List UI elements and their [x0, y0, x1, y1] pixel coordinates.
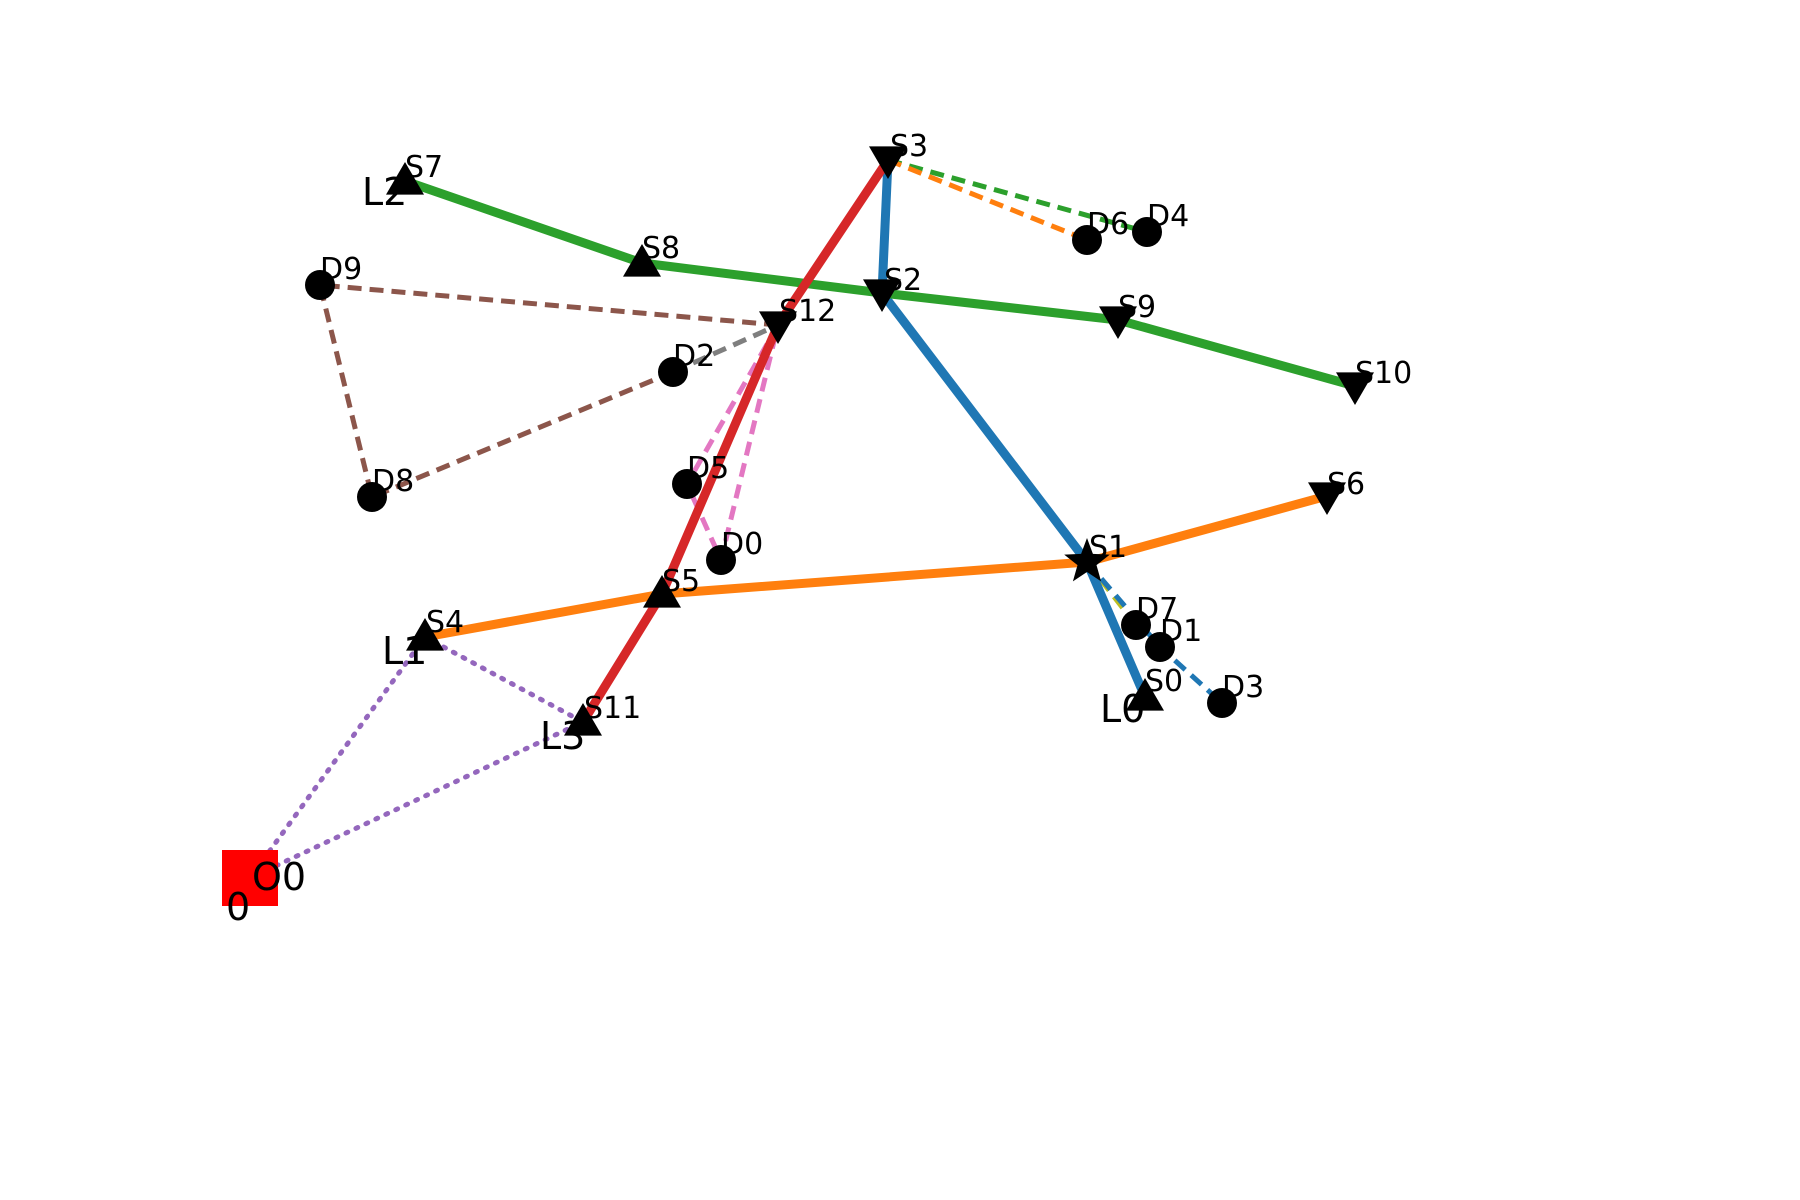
links-layer	[247, 157, 1357, 881]
node-s12	[759, 311, 797, 344]
node-label-s12: S12	[779, 294, 836, 329]
line-l3	[579, 157, 892, 725]
node-s3	[869, 146, 907, 179]
node-label-d9: D9	[320, 252, 362, 287]
node-label-s5: S5	[662, 564, 700, 599]
node-s8	[623, 244, 661, 277]
node-s7	[386, 162, 424, 195]
dashed-link-4	[684, 323, 781, 568]
node-d5	[672, 469, 702, 499]
node-label-s7: S7	[405, 150, 443, 185]
node-d6	[1072, 225, 1102, 255]
node-label-d4: D4	[1147, 199, 1189, 234]
node-label-d0: D0	[721, 527, 763, 562]
node-d2	[658, 357, 688, 387]
node-label-d8: D8	[372, 464, 414, 499]
origin-marker	[222, 850, 278, 906]
dotted-link-0	[247, 633, 589, 881]
node-label-s10: S10	[1355, 356, 1412, 391]
node-s11	[564, 703, 602, 736]
dashed-link-3	[671, 322, 780, 375]
node-label-d1: D1	[1160, 614, 1202, 649]
origin-label: O0	[252, 855, 306, 899]
node-label-s9: S9	[1118, 290, 1156, 325]
nodes-layer	[222, 146, 1374, 906]
node-label-d3: D3	[1222, 670, 1264, 705]
line-l1	[424, 491, 1329, 642]
line-label-l2: L2	[362, 170, 407, 214]
node-s5	[643, 575, 681, 608]
line-label-l1: L1	[382, 629, 427, 673]
node-label-s2: S2	[884, 263, 922, 298]
node-d0	[706, 545, 736, 575]
node-s2	[863, 279, 901, 312]
node-label-d7: D7	[1136, 592, 1178, 627]
node-d4	[1132, 217, 1162, 247]
dashed-link-2	[316, 282, 779, 501]
node-d8	[357, 482, 387, 512]
line-label-l0: L0	[1100, 687, 1145, 731]
labels-layer: S0S1S2S3S4S5S6S7S8S9S10S11S12D0D1D2D3D4D…	[226, 129, 1412, 929]
node-s10	[1336, 372, 1374, 405]
node-d1	[1145, 632, 1175, 662]
node-label-s6: S6	[1327, 467, 1365, 502]
node-s0	[1126, 678, 1164, 711]
node-label-s4: S4	[426, 605, 464, 640]
node-s9	[1099, 306, 1137, 339]
node-d7	[1121, 610, 1151, 640]
node-label-s3: S3	[890, 129, 928, 164]
node-label-s0: S0	[1145, 664, 1183, 699]
node-s4	[406, 618, 444, 651]
node-s6	[1308, 482, 1346, 515]
node-label-d2: D2	[673, 339, 715, 374]
line-l0	[877, 159, 1150, 699]
origin-sublabel: 0	[226, 885, 250, 929]
node-d9	[305, 270, 335, 300]
dashed-link-0	[887, 157, 1148, 235]
node-label-s11: S11	[584, 691, 641, 726]
line-label-l3: L3	[540, 714, 585, 758]
dashed-link-1	[887, 157, 1088, 243]
node-label-d5: D5	[687, 451, 729, 486]
node-label-s8: S8	[642, 231, 680, 266]
node-s1	[1064, 538, 1110, 582]
node-label-s1: S1	[1089, 530, 1127, 565]
node-d3	[1207, 688, 1237, 718]
node-label-d6: D6	[1087, 207, 1129, 242]
